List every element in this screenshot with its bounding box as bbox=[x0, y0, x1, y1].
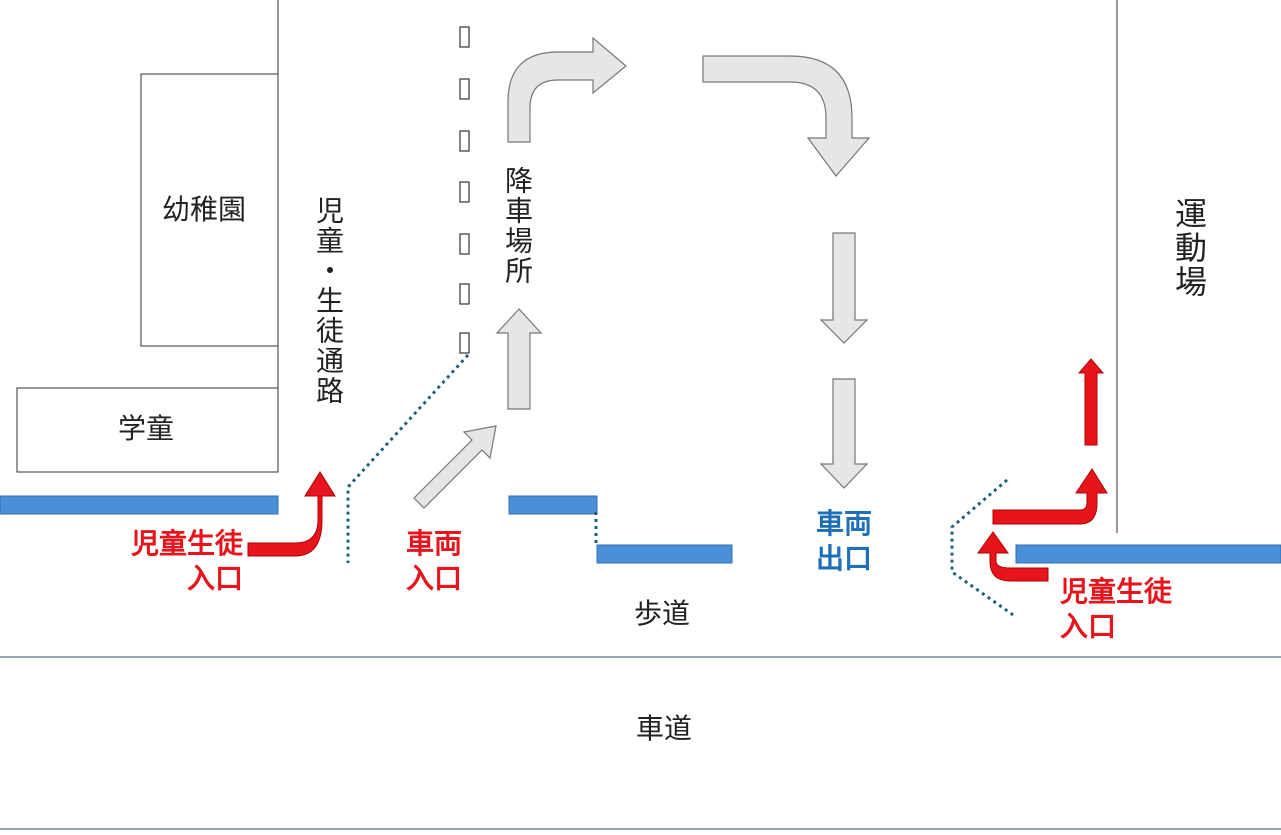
after-school-label: 学童 bbox=[118, 412, 175, 445]
kindergarten-label: 幼稚園 bbox=[162, 193, 247, 226]
student-right-turn-arrow bbox=[992, 468, 1108, 525]
student-left-entrance-line2: 入口 bbox=[186, 562, 243, 595]
vehicle-turn-down-arrow bbox=[702, 55, 871, 177]
sidewalk-label: 歩道 bbox=[634, 597, 691, 630]
vehicle-down-arrow-2 bbox=[819, 378, 869, 489]
student-right-entry-arrow bbox=[977, 531, 1049, 582]
vehicle-entrance-line1: 車両 bbox=[405, 527, 462, 560]
dropoff-separator bbox=[459, 26, 470, 354]
student-flow-arrows bbox=[247, 358, 1108, 582]
vehicle-exit-line2: 出口 bbox=[815, 542, 872, 575]
after-school-building bbox=[16, 387, 279, 473]
student-right-entrance-label: 児童生徒 入口 bbox=[1060, 578, 1200, 641]
dropoff-area-label: 降車場所 bbox=[501, 166, 534, 286]
student-right-entrance-line2: 入口 bbox=[1060, 610, 1117, 643]
vehicle-turn-right-arrow bbox=[507, 36, 627, 143]
vehicle-exit-line1: 車両 bbox=[815, 507, 872, 540]
fence-right bbox=[1015, 544, 1281, 564]
student-left-entrance-line1: 児童生徒 bbox=[130, 527, 243, 560]
roadway-label: 車道 bbox=[636, 712, 693, 745]
dotted-guides bbox=[346, 353, 1017, 619]
vehicle-entrance-line2: 入口 bbox=[405, 562, 462, 595]
fence-center-lower bbox=[596, 544, 733, 564]
fence-left bbox=[0, 495, 279, 515]
student-left-entrance-label: 児童生徒 入口 bbox=[108, 530, 243, 593]
vehicle-flow-arrows bbox=[413, 36, 871, 509]
vehicle-down-arrow-1 bbox=[819, 232, 869, 344]
vehicle-entrance-label: 車両 入口 bbox=[398, 530, 470, 593]
student-left-entry-arrow bbox=[247, 471, 336, 557]
student-up-arrow bbox=[1077, 358, 1105, 446]
sports-ground-label: 運動場 bbox=[1170, 197, 1208, 299]
student-right-entrance-line1: 児童生徒 bbox=[1060, 575, 1173, 608]
vehicle-exit-label: 車両 出口 bbox=[808, 510, 880, 573]
vehicle-entry-diagonal-arrow bbox=[413, 425, 497, 509]
student-path-label: 児童・生徒通路 bbox=[312, 196, 345, 406]
kindergarten-building bbox=[140, 73, 279, 347]
fence-center-upper bbox=[508, 495, 598, 515]
vehicle-up-arrow bbox=[495, 308, 543, 410]
